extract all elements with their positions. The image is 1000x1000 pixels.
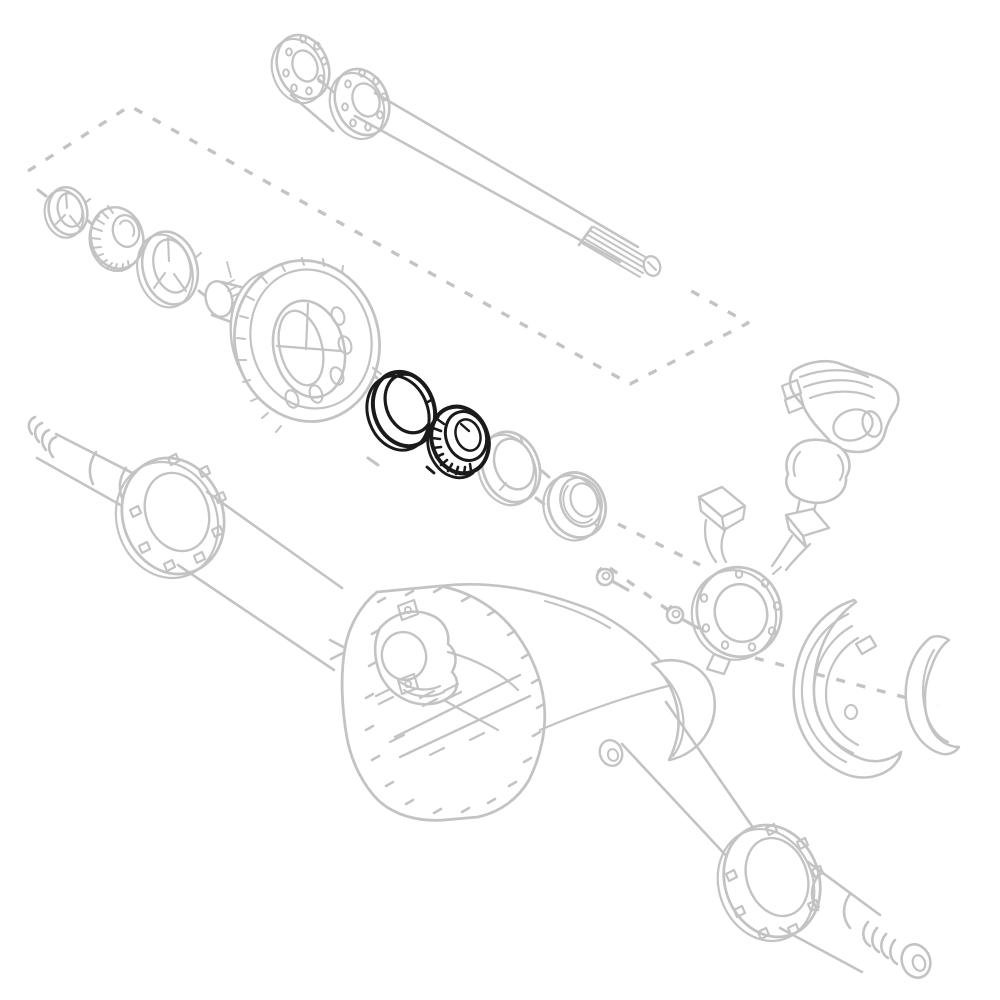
highlighted-parts bbox=[365, 369, 491, 480]
oil-seal bbox=[542, 471, 608, 542]
splash-shield-inner bbox=[904, 635, 961, 756]
wheel-flange bbox=[275, 33, 331, 101]
splash-shield-outer bbox=[792, 598, 903, 779]
caliper-anchor-bracket bbox=[690, 485, 831, 676]
right-spindle bbox=[806, 860, 882, 917]
highlighted-tapered-bearing bbox=[425, 404, 491, 480]
differential-housing-face bbox=[340, 584, 547, 822]
axle-housing bbox=[27, 415, 932, 979]
shim-washer-front bbox=[43, 186, 92, 239]
guide-line-main bbox=[27, 104, 750, 386]
guide-line-to-bracket bbox=[617, 522, 701, 567]
shaft-body bbox=[373, 91, 640, 249]
brake-caliper bbox=[780, 359, 900, 454]
right-brake-flange bbox=[722, 823, 822, 939]
axle-shaft bbox=[270, 33, 662, 278]
thrust-washer bbox=[136, 230, 203, 309]
screw-small-1 bbox=[595, 567, 630, 592]
retainer-flange bbox=[333, 67, 391, 137]
spring-bracket bbox=[650, 658, 717, 762]
highlighted-bearing-race bbox=[365, 369, 438, 452]
guide-line-lower bbox=[609, 566, 669, 612]
assembly-guide-dashes bbox=[27, 104, 939, 708]
caliper-pad-carrier bbox=[784, 438, 851, 517]
screw-small-2 bbox=[665, 605, 700, 630]
differential-ring-gear-assembly bbox=[204, 257, 383, 433]
seal-ring bbox=[476, 430, 542, 507]
gray-linework bbox=[27, 33, 961, 979]
differential-side-bearing bbox=[88, 205, 145, 273]
